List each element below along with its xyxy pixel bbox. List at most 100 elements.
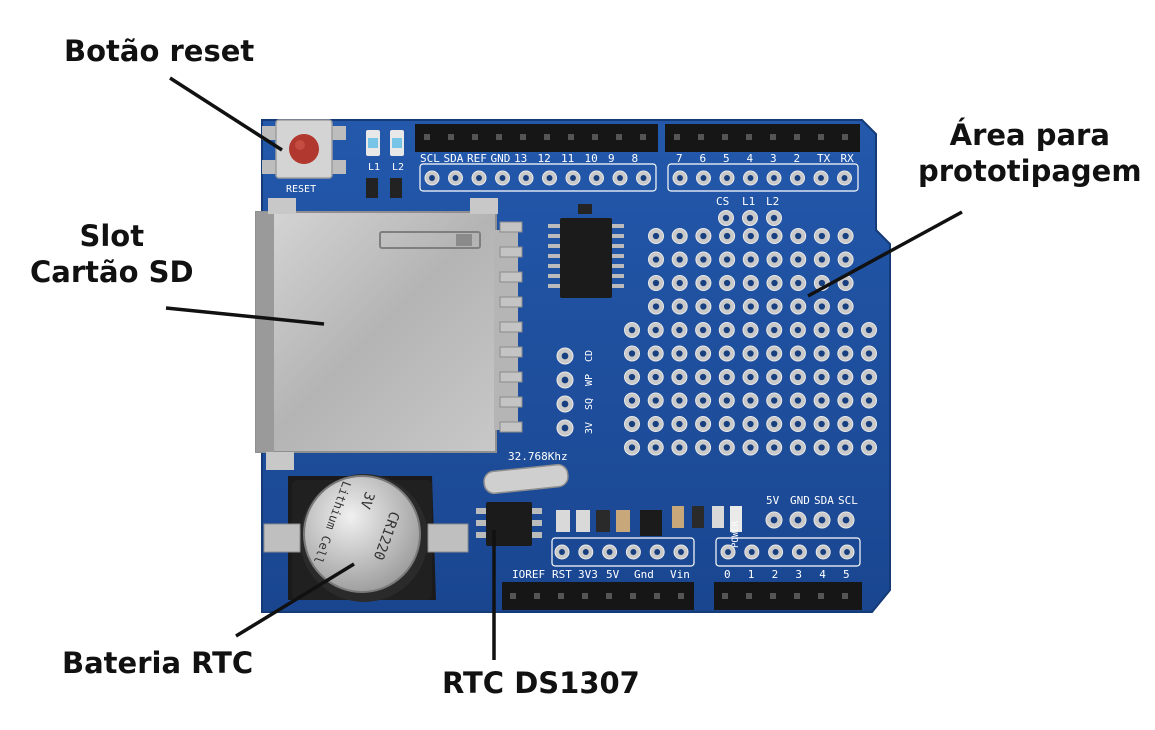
reset-leader-line: [169, 76, 283, 152]
header-pin: [544, 134, 550, 140]
ic-leg: [612, 224, 624, 228]
header-pin: [746, 134, 752, 140]
header-label: SCL: [420, 152, 440, 165]
sd-contact: [499, 296, 523, 308]
header-pin: [640, 134, 646, 140]
header-pin: [496, 134, 502, 140]
header-pin: [448, 134, 454, 140]
svg-text:POWER: POWER: [731, 520, 741, 548]
sd-contact: [499, 371, 523, 383]
header-label: 3V3: [578, 568, 598, 581]
header-label: 5: [843, 568, 850, 581]
sd-contact: [499, 321, 523, 333]
callout-sd-line1: Slot: [79, 219, 145, 253]
header-pin: [770, 593, 776, 599]
header-pin: [654, 593, 660, 599]
header-pin: [534, 593, 540, 599]
header-pin: [674, 134, 680, 140]
power-pin-label: 5V: [766, 494, 780, 507]
svg-text:3V: 3V: [356, 489, 377, 511]
ic-leg: [548, 264, 560, 268]
ic-leg: [612, 284, 624, 288]
callout-reset-button: Botão reset: [64, 33, 254, 69]
ic-leg: [612, 274, 624, 278]
header-pin: [582, 593, 588, 599]
power-pin-label: GND: [790, 494, 810, 507]
header-label: RX: [841, 152, 855, 165]
header-label: 4: [819, 568, 826, 581]
top-headers: [415, 124, 860, 152]
header-label: IOREF: [512, 568, 545, 581]
callout-battery-text: Bateria RTC: [62, 646, 254, 680]
ic-leg: [548, 234, 560, 238]
prototyping-area: [624, 228, 877, 456]
header-label: Vin: [670, 568, 690, 581]
ic-leg: [548, 274, 560, 278]
crystal-oscillator: [483, 463, 569, 495]
header-pin: [746, 593, 752, 599]
passive-components: [556, 506, 742, 536]
ic-leg: [548, 284, 560, 288]
header-pin: [568, 134, 574, 140]
header-pin: [510, 593, 516, 599]
ic-leg: [548, 244, 560, 248]
rtc-battery: CR1220 3V Lithium Cell: [263, 474, 469, 602]
svg-text:L1: L1: [742, 195, 755, 208]
svg-text:32.768Khz: 32.768Khz: [508, 450, 568, 463]
header-pin: [794, 593, 800, 599]
sd-contact: [499, 346, 523, 358]
header-label: 10: [585, 152, 598, 165]
header-label: 11: [561, 152, 574, 165]
header-pin: [722, 593, 728, 599]
header-pin: [630, 593, 636, 599]
sd-contact: [499, 271, 523, 283]
header-label: 6: [700, 152, 707, 165]
svg-text:L2: L2: [392, 162, 404, 173]
callout-reset-text: Botão reset: [64, 34, 255, 68]
sd-contact: [499, 421, 523, 433]
ic-leg: [612, 244, 624, 248]
header-label: 2: [794, 152, 801, 165]
header-label: 3: [795, 568, 802, 581]
header-pin: [678, 593, 684, 599]
header-pin: [520, 134, 526, 140]
header-label: 9: [608, 152, 615, 165]
svg-text:L2: L2: [766, 195, 779, 208]
header-label: 8: [632, 152, 639, 165]
header-label: 3: [770, 152, 777, 165]
header-label: Gnd: [634, 568, 654, 581]
sd-pin-label: CD: [584, 350, 595, 362]
battery-leader-line: [235, 562, 355, 638]
ic-leg: [612, 264, 624, 268]
sd-pin-label: 3V: [584, 422, 595, 434]
header-label: 5: [723, 152, 730, 165]
callout-sd-slot: Slot Cartão SD: [30, 218, 194, 291]
header-pin: [818, 593, 824, 599]
header-pin: [698, 134, 704, 140]
header-label: GND: [491, 152, 511, 165]
callout-rtc-text: RTC DS1307: [442, 666, 640, 700]
callout-rtc-battery: Bateria RTC: [62, 645, 253, 681]
header-pin: [424, 134, 430, 140]
level-shifter-ic: [548, 204, 624, 298]
ic-leg: [612, 254, 624, 258]
header-label: 12: [538, 152, 551, 165]
header-pin: [558, 593, 564, 599]
sd-card-slot: [255, 198, 523, 470]
header-label: 0: [724, 568, 731, 581]
sd-pin-label: SQ: [584, 398, 595, 410]
ic-leg: [612, 234, 624, 238]
callout-rtc-chip: RTC DS1307: [442, 665, 640, 701]
power-pin-label: SCL: [838, 494, 858, 507]
header-pin: [472, 134, 478, 140]
svg-text:CS: CS: [716, 195, 729, 208]
ic-leg: [548, 224, 560, 228]
callout-prototyping-area: Área para prototipagem: [918, 117, 1142, 190]
header-label: 7: [676, 152, 683, 165]
sd-contact: [499, 246, 523, 258]
